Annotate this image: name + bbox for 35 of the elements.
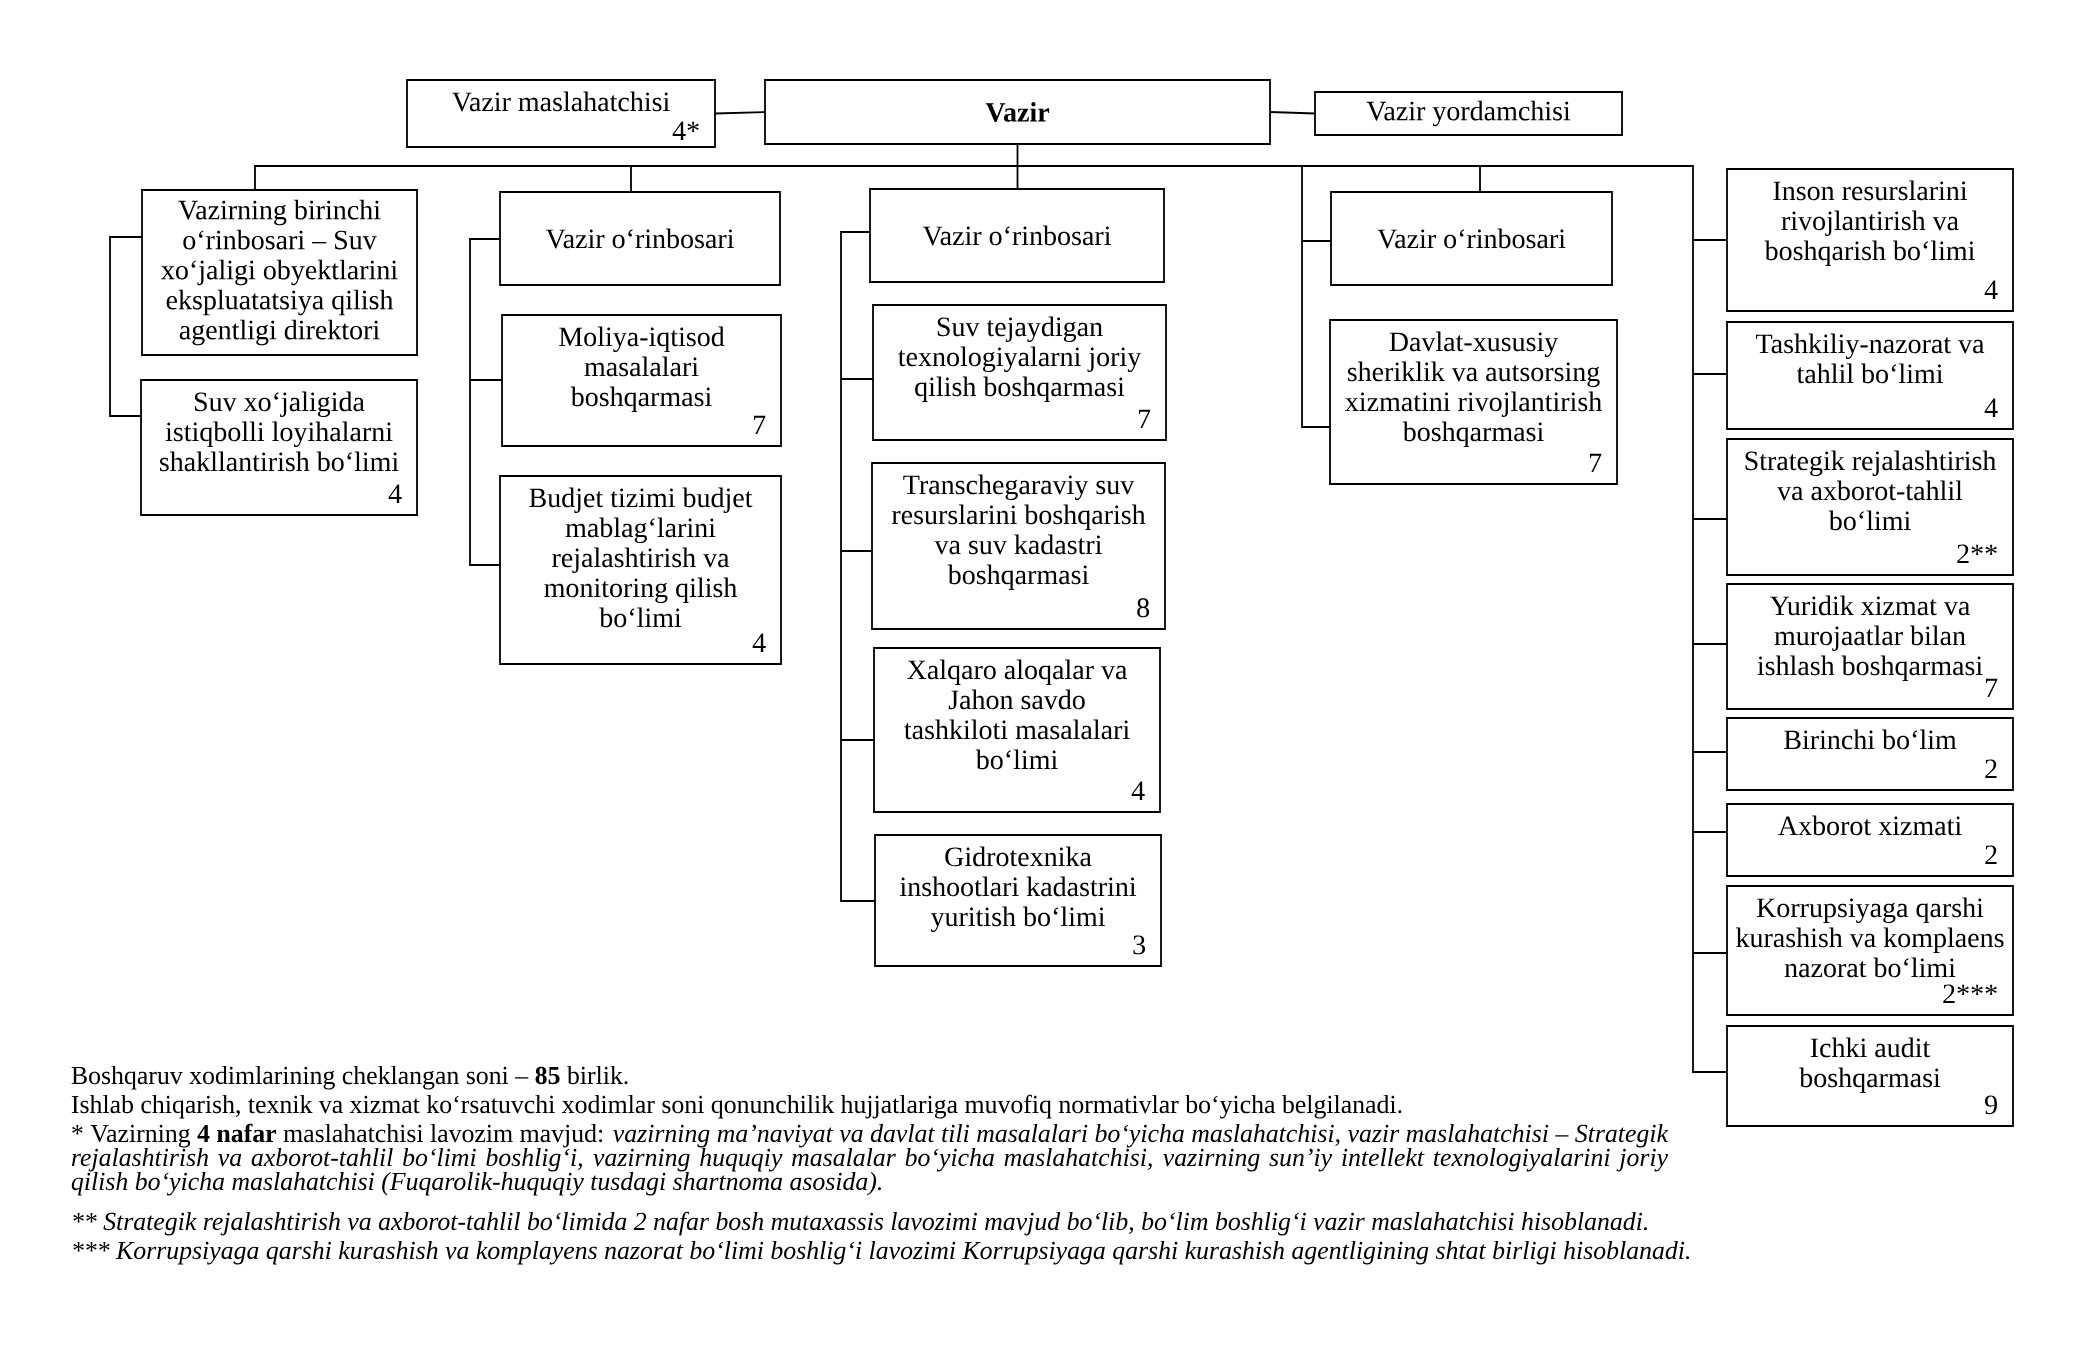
staff-count: 2 xyxy=(1985,845,1997,864)
footnote: * Vazirning 4 nafar maslahatchisi lavozim mavjud: vazirning ma’naviyat va davlat tili masalalari bo‘yicha maslahatchisi, vazir maslahatchisi – Strategik rejalashtirish va axborot-tahlil bo‘limi boshlig‘i, vazirning huquqiy masalalar bo‘yicha maslahatchisi, vazirning sun’iy intellekt texnologiyalarini joriy qilish bo‘yicha maslahatchisi (Fuqarolik-huquqiy tusdagi shartnoma asosida). xyxy=(71,1123,1669,1196)
staff-count: 3 xyxy=(1133,935,1146,955)
unit-box: Vazir xyxy=(764,79,1271,145)
connector-line xyxy=(1301,165,1332,428)
staff-count: 2 xyxy=(1985,759,1997,778)
footnote: ** Strategik rejalashtirish va axborot-tahlil bo‘limida 2 nafar bosh mutaxassis lavozimi mavjud bo‘lib, bo‘lim boshlig‘i vazir maslahatchisi hisoblanadi. xyxy=(73,1211,1647,1236)
connector-line xyxy=(840,231,876,902)
unit-box: Vazir o‘rinbosari xyxy=(869,188,1165,283)
staff-count: 7 xyxy=(1985,678,1998,697)
staff-count: 8 xyxy=(1137,598,1150,618)
staff-count: 2** xyxy=(1957,544,1997,563)
staff-count: 7 xyxy=(1138,409,1151,428)
connector-line xyxy=(254,143,1728,1073)
staff-count: 4* xyxy=(672,121,699,140)
unit-box: Vazir o‘rinbosari xyxy=(1330,191,1613,286)
footnote: Boshqaruv xodimlarining cheklangan soni – 85 birlik. xyxy=(71,1066,628,1090)
staff-count: 7 xyxy=(1589,453,1602,472)
staff-count: 4 xyxy=(1984,398,1998,417)
connector-line xyxy=(109,236,143,417)
footnote: Ishlab chiqarish, texnik va xizmat ko‘rsatuvchi xodimlar soni qonunchilik hujjatlariga muvofiq normativlar bo‘yicha belgilanadi. xyxy=(71,1094,1402,1119)
staff-count: 4 xyxy=(388,484,402,503)
unit-box: Vazir o‘rinbosari xyxy=(499,191,781,286)
unit-box: Vazirning birinchi o‘rinbosari – Suv xo‘jaligi obyektlarini ekspluatatsiya qilish agentligi direktori xyxy=(141,189,418,356)
unit-box: Vazir yordamchisi xyxy=(1314,91,1623,136)
connector-line xyxy=(1269,111,1316,115)
staff-count: 2*** xyxy=(1943,984,1997,1003)
staff-count: 9 xyxy=(1985,1095,1997,1115)
staff-count: 7 xyxy=(753,415,766,434)
connector-line xyxy=(469,238,503,566)
staff-count: 4 xyxy=(752,633,766,652)
footnote: *** Korrupsiyaga qarshi kurashish va komplayens nazorat bo‘limi boshlig‘i lavozimi Korrupsiyaga qarshi kurashish agentligining shtat birligi hisoblanadi. xyxy=(73,1241,1690,1265)
connector-line xyxy=(714,111,766,115)
staff-count: 4 xyxy=(1131,781,1145,800)
staff-count: 4 xyxy=(1984,280,1998,299)
